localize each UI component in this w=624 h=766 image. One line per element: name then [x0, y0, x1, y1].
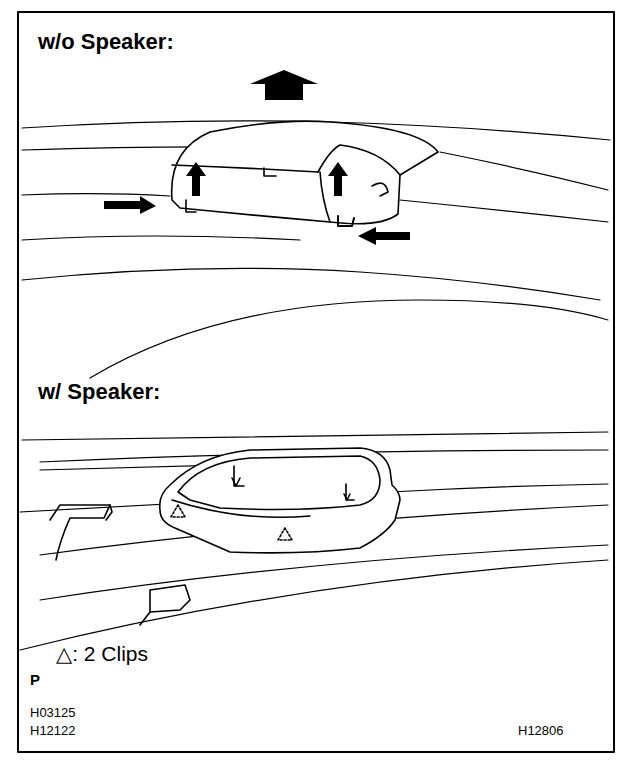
section-heading: w/o Speaker:: [38, 30, 174, 54]
clip-note: △: 2 Clips: [56, 642, 148, 665]
figure-code: H12806: [518, 724, 564, 738]
figure-code: H12122: [30, 724, 76, 738]
page-mark: P: [30, 672, 40, 689]
figure-code: H03125: [30, 706, 76, 720]
section-heading: w/ Speaker:: [38, 380, 160, 404]
